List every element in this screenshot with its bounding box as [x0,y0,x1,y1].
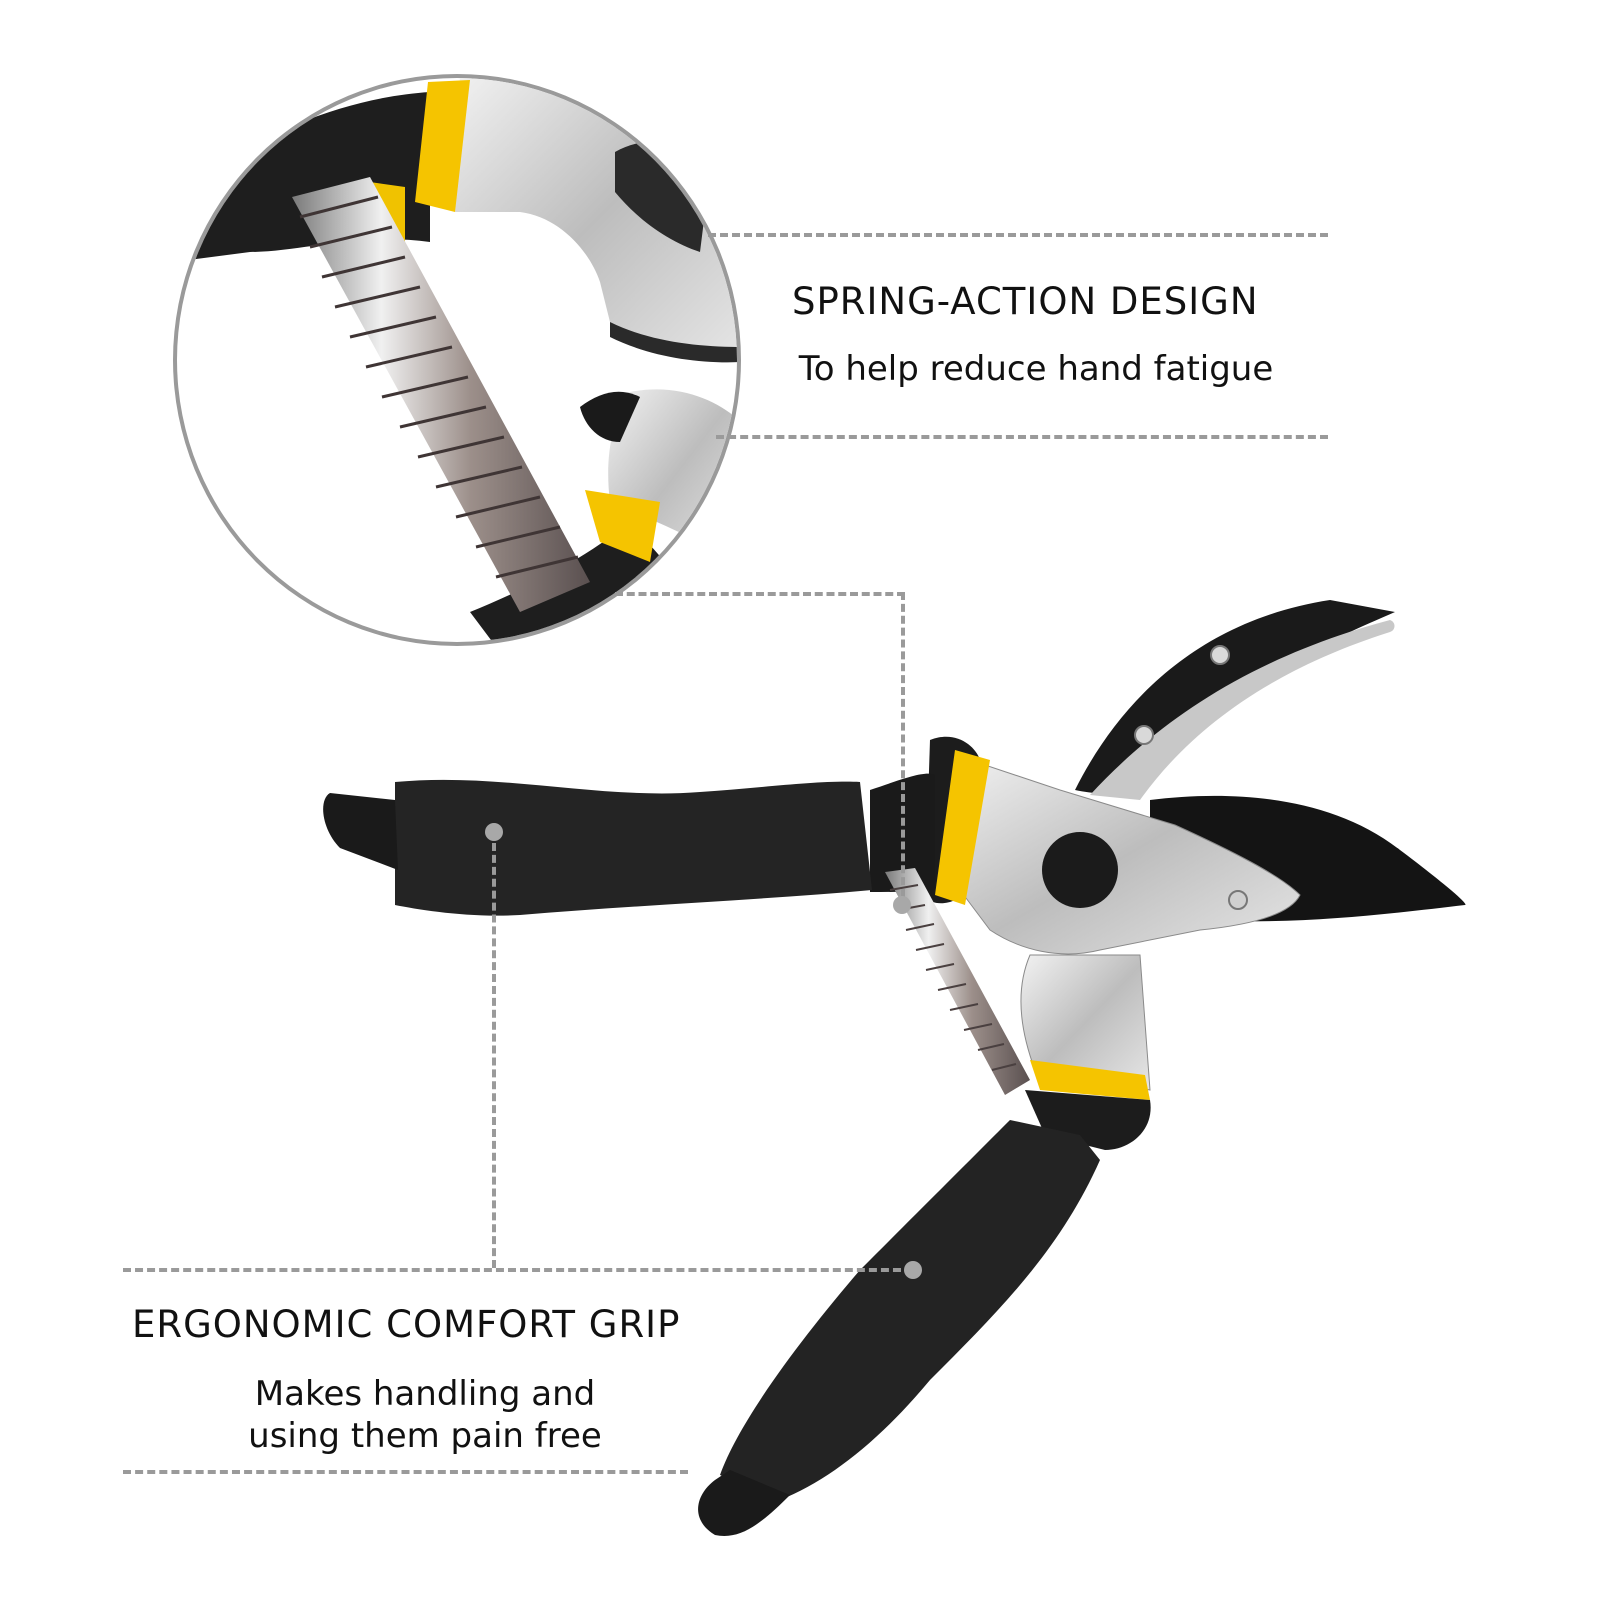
spring-feature-headline: SPRING-ACTION DESIGN [792,280,1259,323]
upper-grip-callout-dot [485,823,503,841]
spring-connector-vertical [901,592,905,897]
spring-connector-horizontal [615,592,905,596]
spring [885,868,1030,1095]
lower-foam-grip [720,1120,1100,1500]
grip-feature-description: Makes handling and using them pain free [215,1373,635,1457]
lower-grip-callout-dot [904,1261,922,1279]
grip-callout-line-top [123,1268,913,1272]
head-plate [954,754,1301,1091]
spring-callout-dot [893,896,911,914]
upper-handle [323,736,990,916]
spring-callout-line-bottom [716,435,1328,439]
lower-handle [698,1060,1151,1536]
spring-callout-line-top [708,233,1328,237]
spring-closeup-inset [173,74,741,646]
spring-feature-description: To help reduce hand fatigue [798,349,1274,389]
grip-callout-line-bottom [123,1470,688,1474]
grip-description-line-2: using them pain free [248,1416,602,1456]
grip-feature-headline: ERGONOMIC COMFORT GRIP [132,1303,681,1346]
upper-foam-grip [395,779,872,916]
grip-description-line-1: Makes handling and [254,1374,596,1414]
upper-blade [1075,600,1395,800]
pivot-bolt [1042,832,1118,908]
grip-connector-vertical [492,843,496,1268]
